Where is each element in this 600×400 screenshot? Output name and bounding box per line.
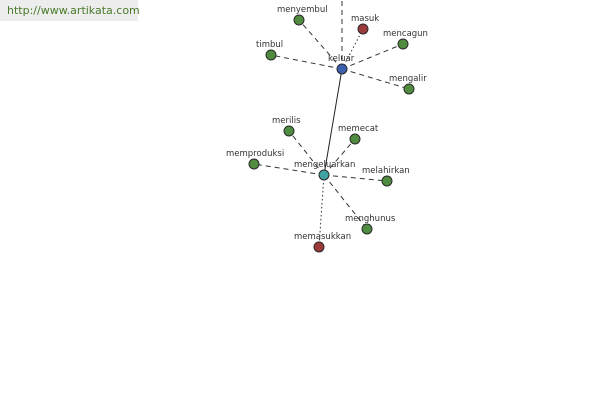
node-label-masuk[interactable]: masuk — [351, 14, 379, 24]
site-url-watermark[interactable]: http://www.artikata.com — [0, 0, 140, 21]
node-merilis[interactable]: merilis — [272, 116, 301, 137]
node-mengeluarkan[interactable]: mengeluarkan — [294, 160, 355, 181]
node-dot-memproduksi[interactable] — [248, 158, 260, 170]
node-melahirkan[interactable]: melahirkan — [362, 166, 410, 187]
node-label-memproduksi[interactable]: memproduksi — [226, 149, 284, 159]
node-label-melahirkan[interactable]: melahirkan — [362, 166, 410, 176]
edge-keluar-mencagun — [341, 43, 404, 70]
node-masuk[interactable]: masuk — [351, 14, 379, 35]
edge-keluar-mengalir — [341, 68, 410, 90]
node-dot-menyembul[interactable] — [293, 14, 305, 26]
node-keluar[interactable]: keluar — [328, 54, 355, 75]
node-memecat[interactable]: memecat — [338, 124, 379, 145]
node-label-mencagun[interactable]: mencagun — [383, 29, 428, 39]
node-dot-mengeluarkan[interactable] — [318, 169, 330, 181]
edges-layer — [253, 0, 410, 248]
node-menyembul[interactable]: menyembul — [277, 5, 328, 26]
node-label-memecat[interactable]: memecat — [338, 124, 379, 134]
edge-mengeluarkan-merilis — [288, 130, 325, 176]
node-mencagun[interactable]: mencagun — [383, 29, 428, 50]
node-label-mengeluarkan[interactable]: mengeluarkan — [294, 160, 355, 170]
edge-mengeluarkan-melahirkan — [323, 174, 388, 182]
node-label-menyembul[interactable]: menyembul — [277, 5, 328, 15]
node-label-mengalir[interactable]: mengalir — [389, 74, 427, 84]
node-mengalir[interactable]: mengalir — [389, 74, 427, 95]
edge-mengeluarkan-memasukkan — [318, 174, 325, 248]
nodes-layer: keluar mengeluarkan menyembul masuk mencagun… — [226, 5, 428, 253]
node-dot-menghunus[interactable] — [361, 223, 373, 235]
node-dot-merilis[interactable] — [283, 125, 295, 137]
node-label-keluar[interactable]: keluar — [328, 54, 355, 64]
node-dot-memasukkan[interactable] — [313, 241, 325, 253]
node-dot-melahirkan[interactable] — [381, 175, 393, 187]
edge-keluar-timbul — [270, 54, 343, 70]
node-label-menghunus[interactable]: menghunus — [345, 214, 396, 224]
node-timbul[interactable]: timbul — [256, 40, 283, 61]
node-label-memasukkan[interactable]: memasukkan — [294, 232, 351, 242]
edge-mengeluarkan-menghunus — [323, 174, 368, 230]
node-dot-timbul[interactable] — [265, 49, 277, 61]
node-dot-masuk[interactable] — [357, 23, 369, 35]
node-dot-mengalir[interactable] — [403, 83, 415, 95]
edge-keluar-mengeluarkan — [323, 68, 343, 176]
edge-mengeluarkan-memproduksi — [253, 163, 325, 176]
node-dot-memecat[interactable] — [349, 133, 361, 145]
node-menghunus[interactable]: menghunus — [345, 214, 396, 235]
node-dot-mencagun[interactable] — [397, 38, 409, 50]
node-memproduksi[interactable]: memproduksi — [226, 149, 284, 170]
node-label-timbul[interactable]: timbul — [256, 40, 283, 50]
edge-mengeluarkan-memecat — [323, 138, 356, 176]
node-memasukkan[interactable]: memasukkan — [294, 232, 351, 253]
node-dot-keluar[interactable] — [336, 63, 348, 75]
edge-keluar-menyembul — [298, 19, 343, 70]
node-label-merilis[interactable]: merilis — [272, 116, 301, 126]
